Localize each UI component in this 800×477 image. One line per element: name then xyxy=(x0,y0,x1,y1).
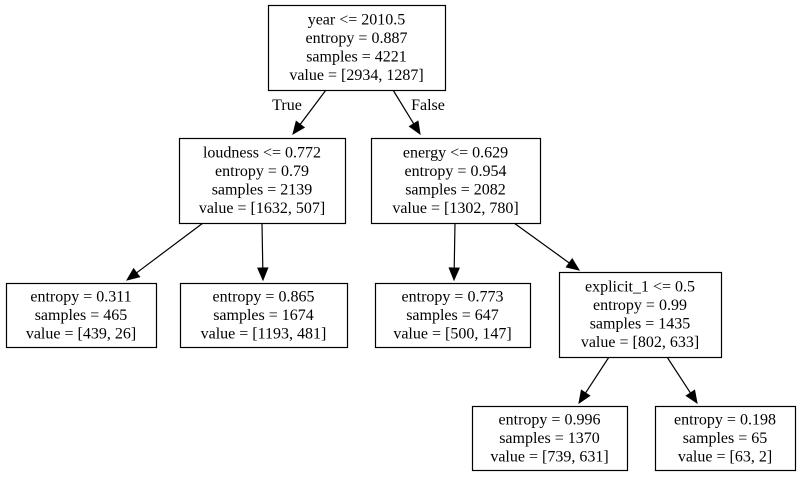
edge-label-false: False xyxy=(411,97,445,114)
tree-edge-energy-to-explicit xyxy=(513,222,581,271)
node-box xyxy=(267,4,447,92)
node-line: value = [1302, 780] xyxy=(392,200,518,217)
arrowhead-icon xyxy=(578,389,591,405)
node-line: energy <= 0.629 xyxy=(403,145,508,162)
edge-line xyxy=(453,222,456,269)
edge-line xyxy=(585,356,610,394)
node-line: loudness <= 0.772 xyxy=(203,145,321,162)
node-line: year <= 2010.5 xyxy=(308,12,406,29)
edge-line xyxy=(136,222,204,274)
node-line: samples = 1674 xyxy=(213,307,314,324)
arrowhead-icon xyxy=(408,120,421,136)
arrowhead-icon xyxy=(257,267,269,282)
node-box xyxy=(654,405,797,472)
edge-line xyxy=(666,356,691,394)
node-line: samples = 2139 xyxy=(212,182,313,199)
arrowhead-icon xyxy=(125,267,141,281)
node-line: entropy = 0.311 xyxy=(30,288,131,305)
node-box xyxy=(370,137,542,225)
tree-edge-root-to-energy: False xyxy=(392,89,445,136)
node-line: value = [1632, 507] xyxy=(199,200,325,217)
edge-line xyxy=(513,222,570,264)
node-line: entropy = 0.99 xyxy=(593,297,687,314)
node-line: entropy = 0.79 xyxy=(215,163,309,180)
node-line: entropy = 0.198 xyxy=(674,411,776,428)
tree-edge-root-to-loudness: True xyxy=(272,89,327,136)
arrowhead-icon xyxy=(292,120,306,136)
node-line: value = [802, 633] xyxy=(581,334,699,351)
edge-line xyxy=(261,222,264,269)
node-line: value = [439, 26] xyxy=(26,325,136,342)
arrowhead-icon xyxy=(565,258,581,271)
node-line: samples = 1435 xyxy=(590,316,691,333)
tree-edge-explicit-to-leaf-d xyxy=(578,356,610,405)
edge-line xyxy=(392,89,415,125)
edge-label-true: True xyxy=(272,97,302,114)
tree-edge-loudness-to-leaf-a xyxy=(125,222,204,281)
arrowhead-icon xyxy=(685,389,698,405)
node-line: entropy = 0.865 xyxy=(213,288,315,305)
node-box xyxy=(5,282,158,349)
node-line: entropy = 0.887 xyxy=(306,30,408,47)
edges-layer: True False xyxy=(125,89,698,405)
node-box xyxy=(178,137,347,225)
node-line: samples = 647 xyxy=(406,307,499,324)
node-line: entropy = 0.996 xyxy=(499,411,601,428)
node-line: entropy = 0.954 xyxy=(405,163,507,180)
tree-edge-loudness-to-leaf-b xyxy=(257,222,269,282)
node-line: entropy = 0.773 xyxy=(402,288,504,305)
node-line: value = [1193, 481] xyxy=(201,325,327,342)
node-line: samples = 2082 xyxy=(405,182,506,199)
node-line: value = [63, 2] xyxy=(678,448,772,465)
node-box xyxy=(179,282,349,349)
node-line: value = [2934, 1287] xyxy=(289,67,423,84)
node-line: explicit_1 <= 0.5 xyxy=(585,279,695,296)
node-box xyxy=(558,271,723,359)
node-line: value = [739, 631] xyxy=(490,448,608,465)
edge-line xyxy=(299,89,327,125)
node-line: samples = 1370 xyxy=(499,430,600,447)
node-line: samples = 465 xyxy=(35,307,128,324)
node-line: samples = 65 xyxy=(683,430,768,447)
tree-edge-explicit-to-leaf-e xyxy=(666,356,698,405)
node-line: value = [500, 147] xyxy=(393,325,511,342)
node-box xyxy=(374,282,532,349)
node-line: samples = 4221 xyxy=(306,49,407,66)
tree-edge-energy-to-leaf-c xyxy=(448,222,460,282)
arrowhead-icon xyxy=(448,267,460,282)
node-box xyxy=(471,405,629,472)
